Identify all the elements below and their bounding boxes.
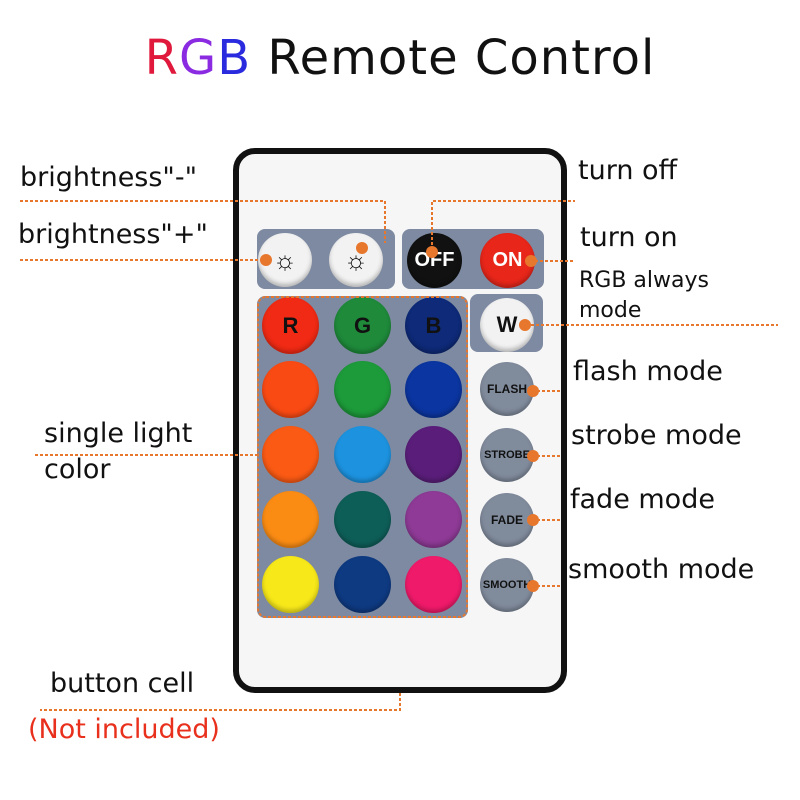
color-button-3-1[interactable] bbox=[262, 426, 319, 483]
color-button-2-1[interactable] bbox=[262, 361, 319, 418]
label-rgb-always-2: mode bbox=[579, 298, 642, 323]
color-button-4-2[interactable] bbox=[334, 491, 391, 548]
color-button-3-3[interactable] bbox=[405, 426, 462, 483]
label-flash: flash mode bbox=[573, 356, 723, 387]
title-text: Remote Control bbox=[267, 30, 656, 86]
leader-brightness-minus bbox=[20, 200, 386, 243]
title: RGB Remote Control bbox=[0, 30, 800, 86]
label-fade: fade mode bbox=[570, 484, 715, 515]
leader-turn-off bbox=[431, 200, 575, 250]
flash-button[interactable]: FLASH bbox=[480, 362, 534, 416]
color-button-2-2[interactable] bbox=[334, 361, 391, 418]
color-button-2-3[interactable] bbox=[405, 361, 462, 418]
color-button-5-1[interactable] bbox=[262, 556, 319, 613]
off-button[interactable]: OFF bbox=[407, 233, 462, 288]
title-rgb: RGB bbox=[145, 30, 252, 86]
label-turn-on: turn on bbox=[580, 222, 678, 253]
color-button-5-3[interactable] bbox=[405, 556, 462, 613]
color-button-3-2[interactable] bbox=[334, 426, 391, 483]
color-button-5-2[interactable] bbox=[334, 556, 391, 613]
title-letter-g: G bbox=[178, 30, 218, 86]
label-strobe: strobe mode bbox=[571, 420, 742, 451]
label-not-included: (Not included) bbox=[28, 714, 220, 745]
label-single-2: color bbox=[44, 454, 111, 485]
fade-button[interactable]: FADE bbox=[480, 493, 534, 547]
color-button-1-2[interactable]: G bbox=[334, 297, 391, 354]
label-turn-off: turn off bbox=[578, 155, 678, 186]
sun-icon: ☼ bbox=[273, 244, 297, 275]
label-brightness-plus: brightness"+" bbox=[18, 219, 208, 250]
leader-button-cell bbox=[40, 693, 401, 711]
label-smooth: smooth mode bbox=[568, 554, 755, 585]
strobe-button[interactable]: STROBE bbox=[480, 428, 534, 482]
title-letter-b: B bbox=[217, 30, 252, 86]
label-button-cell: button cell bbox=[50, 668, 195, 699]
color-button-1-1[interactable]: R bbox=[262, 297, 319, 354]
title-letter-r: R bbox=[144, 30, 179, 86]
color-button-4-1[interactable] bbox=[262, 491, 319, 548]
color-area-outline bbox=[257, 296, 468, 618]
smooth-button[interactable]: SMOOTH bbox=[480, 558, 534, 612]
label-single-1: single light bbox=[44, 418, 193, 449]
color-button-4-3[interactable] bbox=[405, 491, 462, 548]
color-button-1-3[interactable]: B bbox=[405, 297, 462, 354]
label-rgb-always-1: RGB always bbox=[579, 268, 709, 293]
label-brightness-minus: brightness"-" bbox=[20, 162, 198, 193]
brightness-up-button[interactable]: ☼ bbox=[329, 233, 383, 287]
